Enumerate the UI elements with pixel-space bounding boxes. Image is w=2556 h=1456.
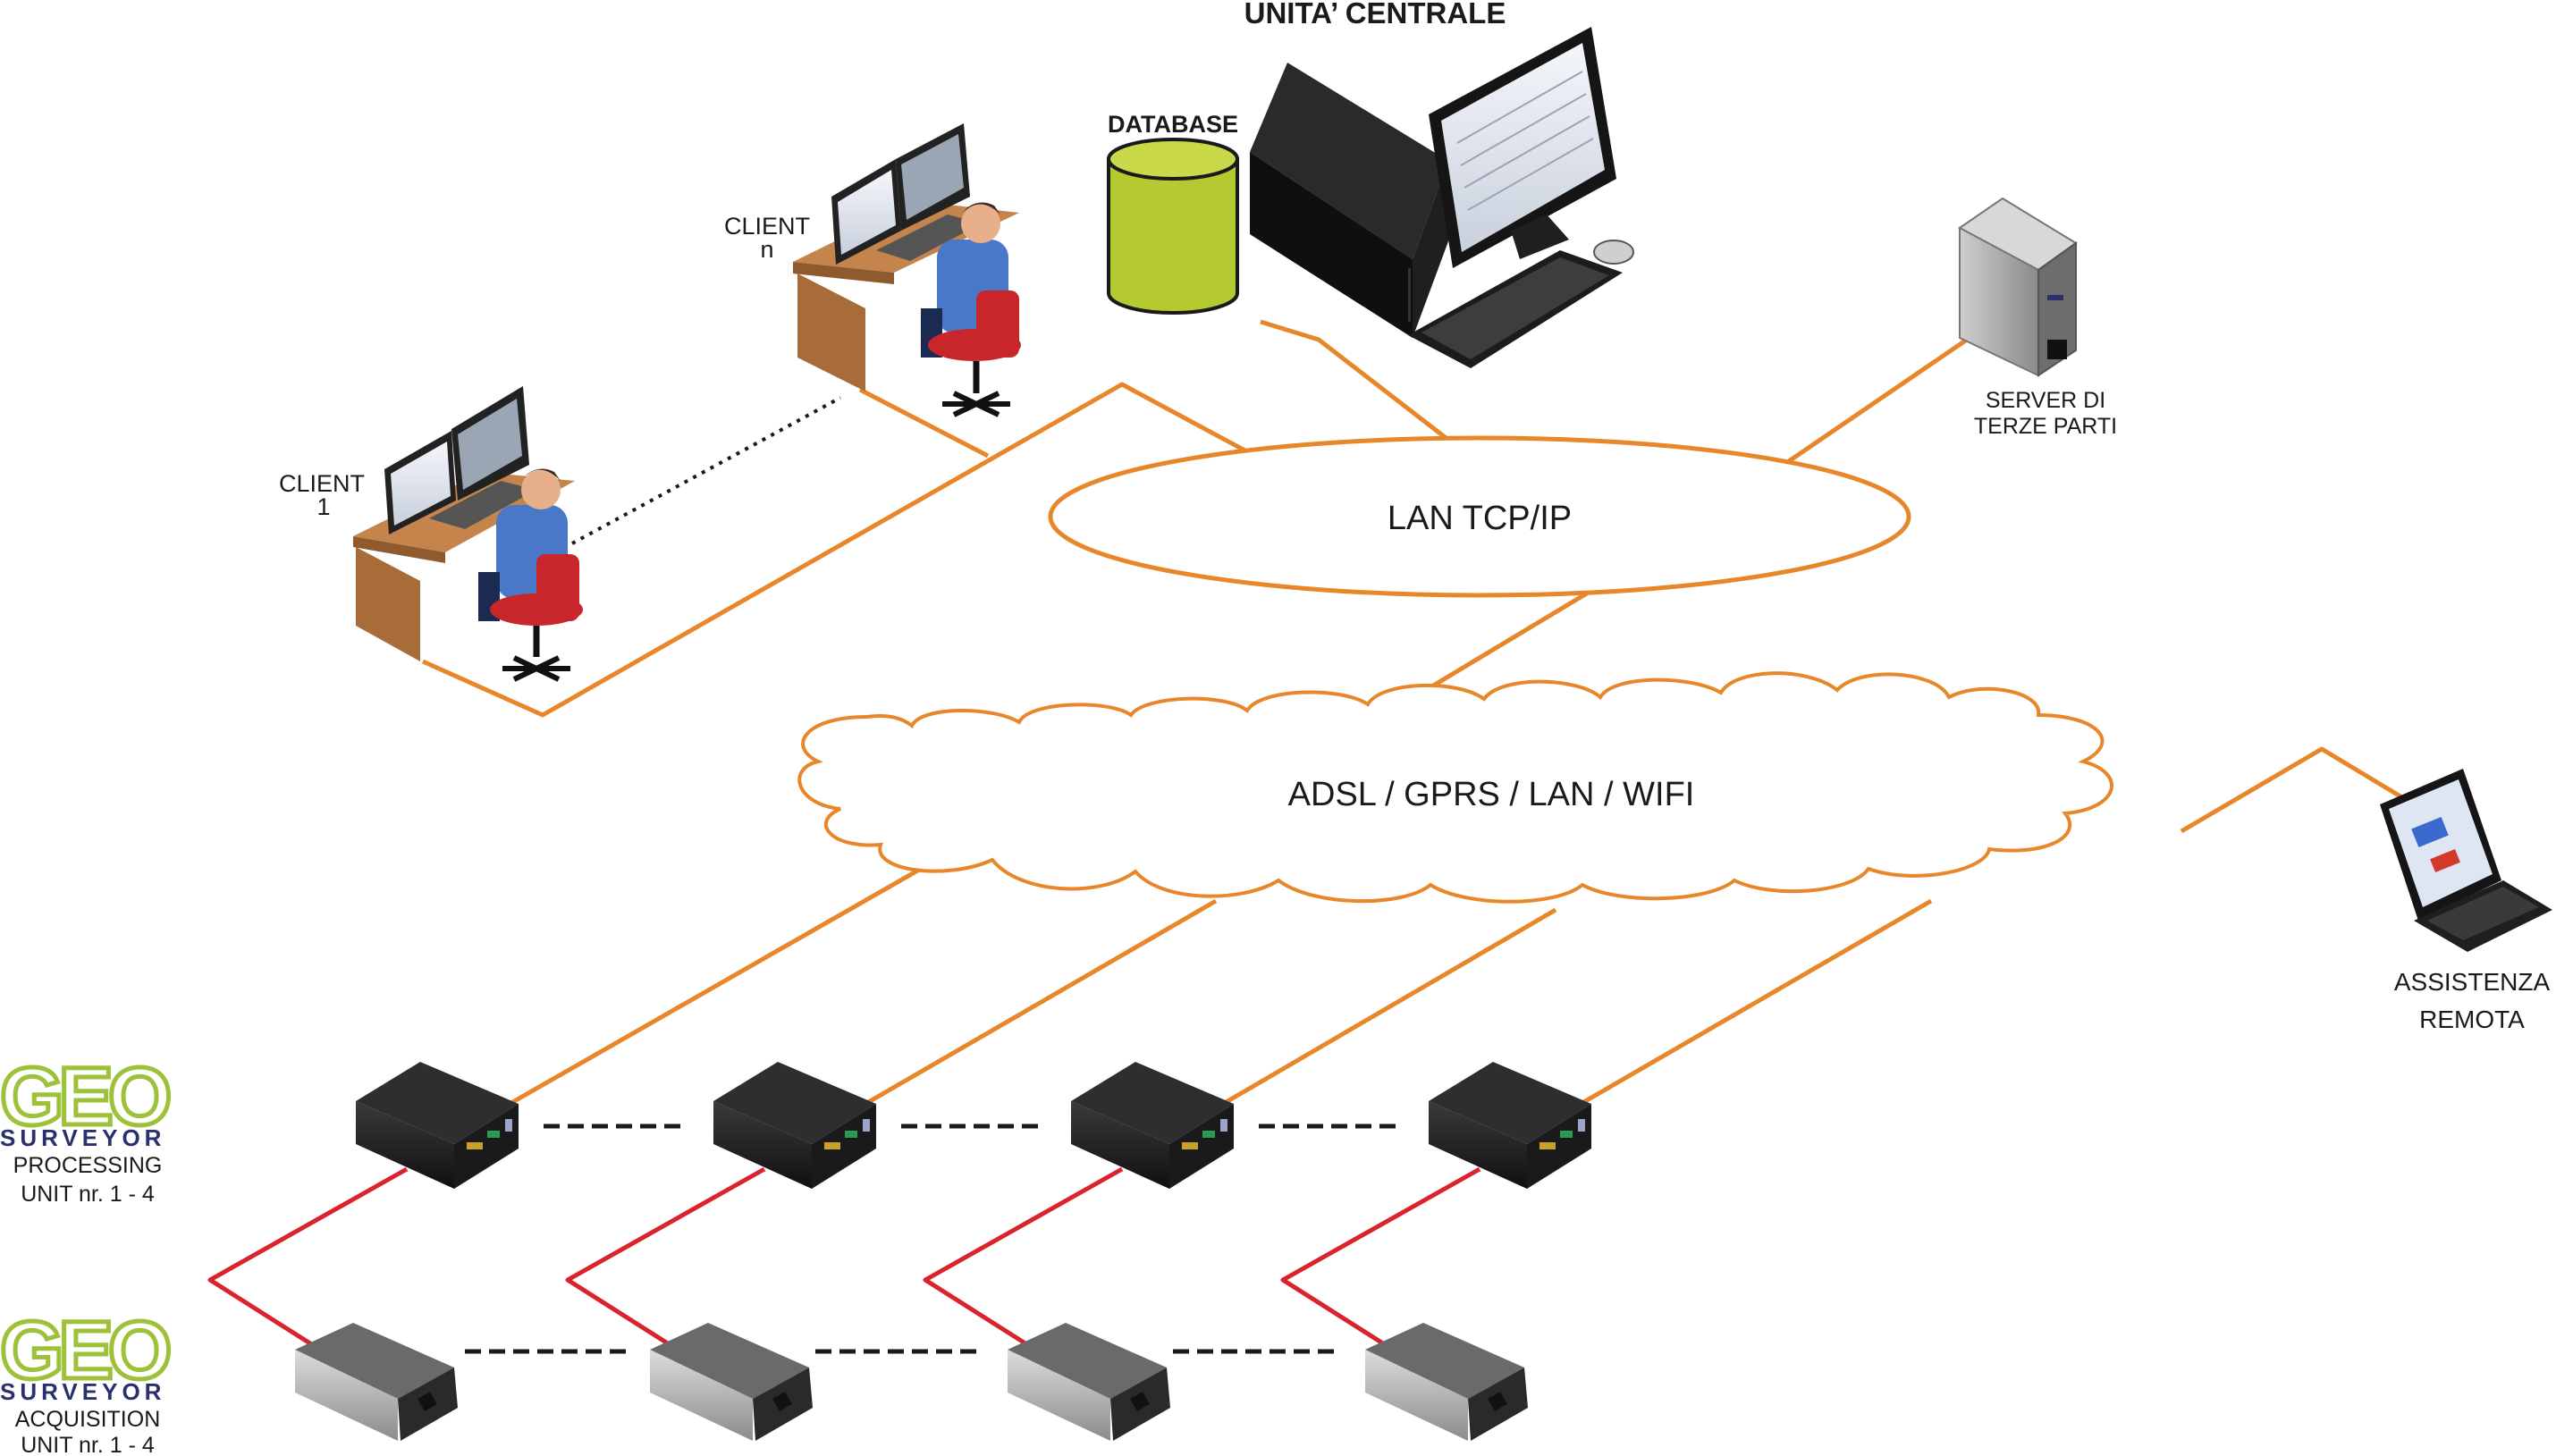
- central-tower: [1250, 63, 1448, 338]
- logo-geo-text: GEO: [0, 1051, 169, 1142]
- link-clients-to-lan: [421, 382, 1253, 718]
- link-client-n-branch: [858, 387, 990, 459]
- logo-surveyor-text: SURVEYOR: [0, 1124, 165, 1151]
- client-n-label-line-1: CLIENT: [724, 213, 810, 240]
- central-unit-title: UNITA’ CENTRALE: [1244, 0, 1506, 29]
- processing-label-line-2: UNIT nr. 1 - 4: [21, 1182, 155, 1207]
- link-wan-to-remote: [2180, 746, 2416, 834]
- acquisition-unit-2: [650, 1323, 813, 1441]
- processing-unit-4: [1429, 1062, 1591, 1189]
- lan-ellipse: [1048, 435, 1911, 598]
- wan-label: ADSL / GPRS / LAN / WIFI: [1288, 776, 1695, 813]
- link-client-1-to-client-n: [571, 396, 841, 545]
- server-label-line-1: SERVER DI: [1986, 388, 2105, 413]
- link-wan-to-proc-2: [864, 898, 1218, 1107]
- link-proc-2-to-acq-2: [565, 1166, 766, 1348]
- central-mouse: [1593, 240, 1634, 265]
- acquisition-unit-3: [1008, 1323, 1170, 1441]
- client-workstation-1: CLIENT 1: [279, 386, 583, 682]
- link-wan-to-proc-4: [1579, 898, 1933, 1107]
- database-top: [1107, 138, 1239, 181]
- central-monitor: [1429, 27, 1616, 268]
- client-1-label-line-1: CLIENT: [279, 470, 365, 497]
- acquisition-label-line-1: ACQUISITION: [15, 1407, 161, 1432]
- geo-surveyor-logo-processing: GEO SURVEYOR PROCESSING UNIT nr. 1 - 4: [0, 1049, 176, 1208]
- link-server-to-lan: [1782, 337, 1969, 467]
- acquisition-unit-1: [295, 1323, 458, 1441]
- unit-separators: [465, 1124, 1402, 1354]
- database-cylinder: [1107, 157, 1239, 315]
- server-label-line-2: TERZE PARTI: [1974, 414, 2117, 439]
- processing-label-line-1: PROCESSING: [13, 1153, 163, 1178]
- processing-unit-2: [713, 1062, 876, 1189]
- central-unit: UNITA’ CENTRALE: [1244, 0, 1634, 368]
- processing-unit-3: [1071, 1062, 1234, 1189]
- link-central-to-lan: [1260, 319, 1450, 442]
- central-keyboard: [1408, 250, 1623, 368]
- database: DATABASE: [1107, 111, 1239, 315]
- link-proc-4-to-acq-4: [1280, 1166, 1481, 1348]
- field-links: [207, 1166, 1481, 1348]
- remote-laptop: ASSISTENZA REMOTA: [2380, 769, 2552, 1033]
- remote-label-line-2: REMOTA: [2419, 1006, 2525, 1033]
- database-label: DATABASE: [1108, 111, 1238, 138]
- acquisition-unit-4: [1365, 1323, 1528, 1441]
- network-links: [421, 319, 2416, 1107]
- client-workstation-n: CLIENT n: [724, 123, 1021, 417]
- link-proc-1-to-acq-1: [207, 1166, 409, 1348]
- lan-label: LAN TCP/IP: [1388, 500, 1572, 537]
- remote-label-line-1: ASSISTENZA: [2394, 968, 2551, 996]
- client-n-label-line-2: n: [760, 236, 773, 263]
- client-1-label-line-2: 1: [316, 493, 330, 520]
- link-wan-to-proc-3: [1221, 907, 1557, 1107]
- geo-surveyor-logo-acquisition: GEO SURVEYOR ACQUISITION UNIT nr. 1 - 4: [0, 1303, 176, 1456]
- acquisition-label-line-2: UNIT nr. 1 - 4: [21, 1433, 155, 1456]
- logo-geo-text: GEO: [0, 1305, 169, 1396]
- wan-cloud: [797, 671, 2113, 904]
- logo-surveyor-text: SURVEYOR: [0, 1378, 165, 1405]
- link-wan-to-proc-1: [508, 866, 923, 1107]
- processing-unit-1: [356, 1062, 519, 1189]
- third-party-server: SERVER DI TERZE PARTI: [1958, 197, 2117, 439]
- link-proc-3-to-acq-3: [923, 1166, 1124, 1348]
